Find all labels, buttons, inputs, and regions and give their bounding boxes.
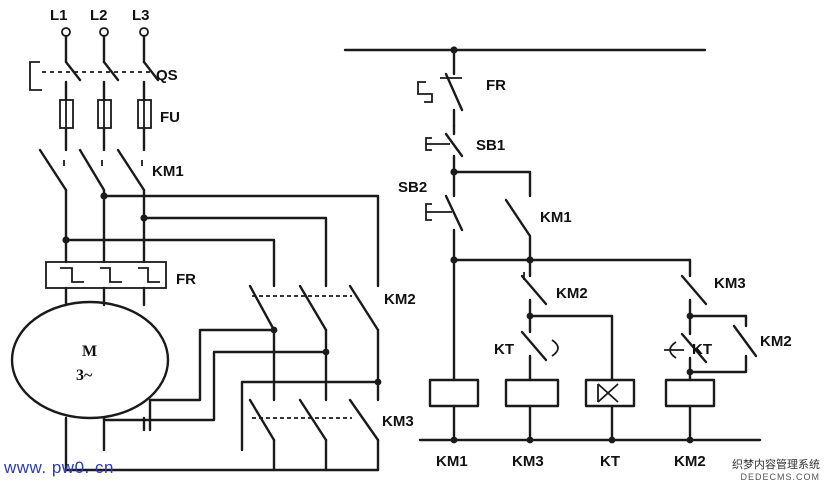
label-kt-right: KT <box>692 341 712 358</box>
label-fu: FU <box>160 109 180 126</box>
km2-coil-branch <box>664 258 758 442</box>
label-sb2: SB2 <box>398 179 427 196</box>
branch-wires <box>62 192 380 288</box>
km1-main-contacts <box>38 148 146 264</box>
label-km1-aux: KM1 <box>540 209 572 226</box>
sb2-start-and-km1-aux <box>425 170 692 264</box>
km2-main-contacts <box>102 284 382 452</box>
fr-nc-contact <box>417 48 464 128</box>
label-fr-ctrl: FR <box>486 77 506 94</box>
motor <box>10 300 170 472</box>
fu-fuses <box>59 99 152 152</box>
kt-coil <box>584 378 636 408</box>
watermark-right-line2: DEDECMS.COM <box>740 472 820 482</box>
control-circuit <box>343 46 762 444</box>
label-fr-main: FR <box>176 271 196 288</box>
label-coil-km3: KM3 <box>512 453 544 470</box>
label-coil-km2: KM2 <box>674 453 706 470</box>
watermark-left: www. pw0. cn <box>4 458 114 477</box>
km1-coil-branch <box>428 258 480 442</box>
km1-coil <box>428 378 480 408</box>
label-kt-left: KT <box>494 341 514 358</box>
km3-main-contacts <box>64 398 380 472</box>
labels: L1 L2 L3 QS FU KM1 FR KM2 KM3 M 3~ FR SB… <box>50 7 792 470</box>
qs-switch <box>29 60 160 102</box>
label-km1-main: KM1 <box>152 163 184 180</box>
km2-coil <box>664 378 716 408</box>
label-km2-nc: KM2 <box>556 285 588 302</box>
label-coil-km1: KM1 <box>436 453 468 470</box>
label-km2-main: KM2 <box>384 291 416 308</box>
label-km2-aux: KM2 <box>760 333 792 350</box>
km3-coil-branch <box>504 258 614 442</box>
label-coil-kt: KT <box>600 453 620 470</box>
label-l3: L3 <box>132 7 150 24</box>
label-km3-main: KM3 <box>382 413 414 430</box>
fr-thermal-relay <box>45 261 167 307</box>
label-motor-phase: 3~ <box>76 367 93 384</box>
label-l1: L1 <box>50 7 68 24</box>
label-sb1: SB1 <box>476 137 505 154</box>
kt-coil-branch <box>584 378 636 442</box>
watermark-right-line1: 织梦内容管理系统 <box>732 459 820 471</box>
power-circuit <box>10 27 382 472</box>
sb1-button <box>425 124 464 176</box>
label-motor-m: M <box>82 343 97 360</box>
km3-coil <box>504 378 560 408</box>
label-km3-nc: KM3 <box>714 275 746 292</box>
label-qs: QS <box>156 67 178 84</box>
watermark-right: 织梦内容管理系统 DEDECMS.COM <box>729 458 823 484</box>
label-l2: L2 <box>90 7 108 24</box>
